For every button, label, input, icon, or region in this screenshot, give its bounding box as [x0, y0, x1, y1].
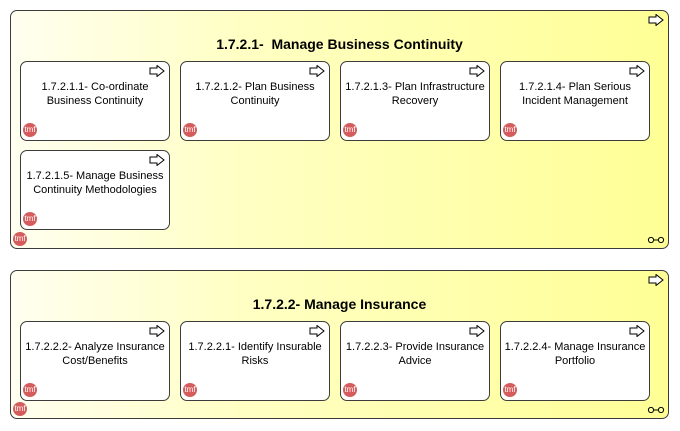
flow-connector-icon [647, 236, 665, 244]
process-card[interactable]: 1.7.2.2.4- Manage Insurance Portfolio tm… [500, 321, 650, 401]
process-arrow-icon [648, 14, 664, 26]
process-card[interactable]: 1.7.2.1.4- Plan Serious Incident Managem… [500, 61, 650, 141]
group-manage-insurance[interactable]: 1.7.2.2- Manage Insurance 1.7.2.2.2- Ana… [10, 270, 669, 419]
tmf-badge-icon: tmf [343, 123, 357, 137]
process-arrow-icon [309, 325, 325, 337]
process-arrow-icon [629, 65, 645, 77]
process-arrow-icon [149, 325, 165, 337]
process-card[interactable]: 1.7.2.2.1- Identify Insurable Risks tmf [180, 321, 330, 401]
process-card-label: 1.7.2.2.4- Manage Insurance Portfolio [504, 341, 646, 367]
tmf-badge-icon: tmf [23, 123, 37, 137]
tmf-badge-icon: tmf [13, 402, 27, 416]
group-title: 1.7.2.1- Manage Business Continuity [216, 36, 463, 52]
process-arrow-icon [309, 65, 325, 77]
group-title: 1.7.2.2- Manage Insurance [252, 296, 427, 312]
process-arrow-icon [149, 65, 165, 77]
tmf-badge-icon: tmf [13, 232, 27, 246]
process-card-label: 1.7.2.1.5- Manage Business Continuity Me… [26, 170, 164, 196]
process-arrow-icon [469, 65, 485, 77]
process-arrow-icon [149, 154, 165, 166]
tmf-badge-icon: tmf [23, 383, 37, 397]
flow-connector-icon [647, 406, 665, 414]
tmf-badge-icon: tmf [183, 123, 197, 137]
process-card[interactable]: 1.7.2.2.3- Provide Insurance Advice tmf [340, 321, 490, 401]
tmf-badge-icon: tmf [503, 383, 517, 397]
process-card[interactable]: 1.7.2.1.1- Co-ordinate Business Continui… [20, 61, 170, 141]
process-card-label: 1.7.2.2.2- Analyze Insurance Cost/Benefi… [25, 341, 165, 367]
process-card-label: 1.7.2.1.3- Plan Infrastructure Recovery [345, 81, 485, 107]
tmf-badge-icon: tmf [343, 383, 357, 397]
tmf-badge-icon: tmf [23, 212, 37, 226]
process-card[interactable]: 1.7.2.1.3- Plan Infrastructure Recovery … [340, 61, 490, 141]
process-card[interactable]: 1.7.2.2.2- Analyze Insurance Cost/Benefi… [20, 321, 170, 401]
process-card[interactable]: 1.7.2.1.2- Plan Business Continuity tmf [180, 61, 330, 141]
process-arrow-icon [629, 325, 645, 337]
process-card-label: 1.7.2.1.1- Co-ordinate Business Continui… [41, 81, 149, 107]
process-arrow-icon [469, 325, 485, 337]
process-card-label: 1.7.2.1.4- Plan Serious Incident Managem… [519, 81, 631, 107]
process-card[interactable]: 1.7.2.1.5- Manage Business Continuity Me… [20, 150, 170, 230]
process-arrow-icon [648, 274, 664, 286]
tmf-badge-icon: tmf [503, 123, 517, 137]
tmf-badge-icon: tmf [183, 383, 197, 397]
process-card-label: 1.7.2.2.3- Provide Insurance Advice [345, 341, 485, 367]
process-card-label: 1.7.2.1.2- Plan Business Continuity [195, 81, 315, 107]
process-card-label: 1.7.2.2.1- Identify Insurable Risks [188, 341, 322, 367]
group-manage-business-continuity[interactable]: 1.7.2.1- Manage Business Continuity 1.7.… [10, 10, 669, 249]
